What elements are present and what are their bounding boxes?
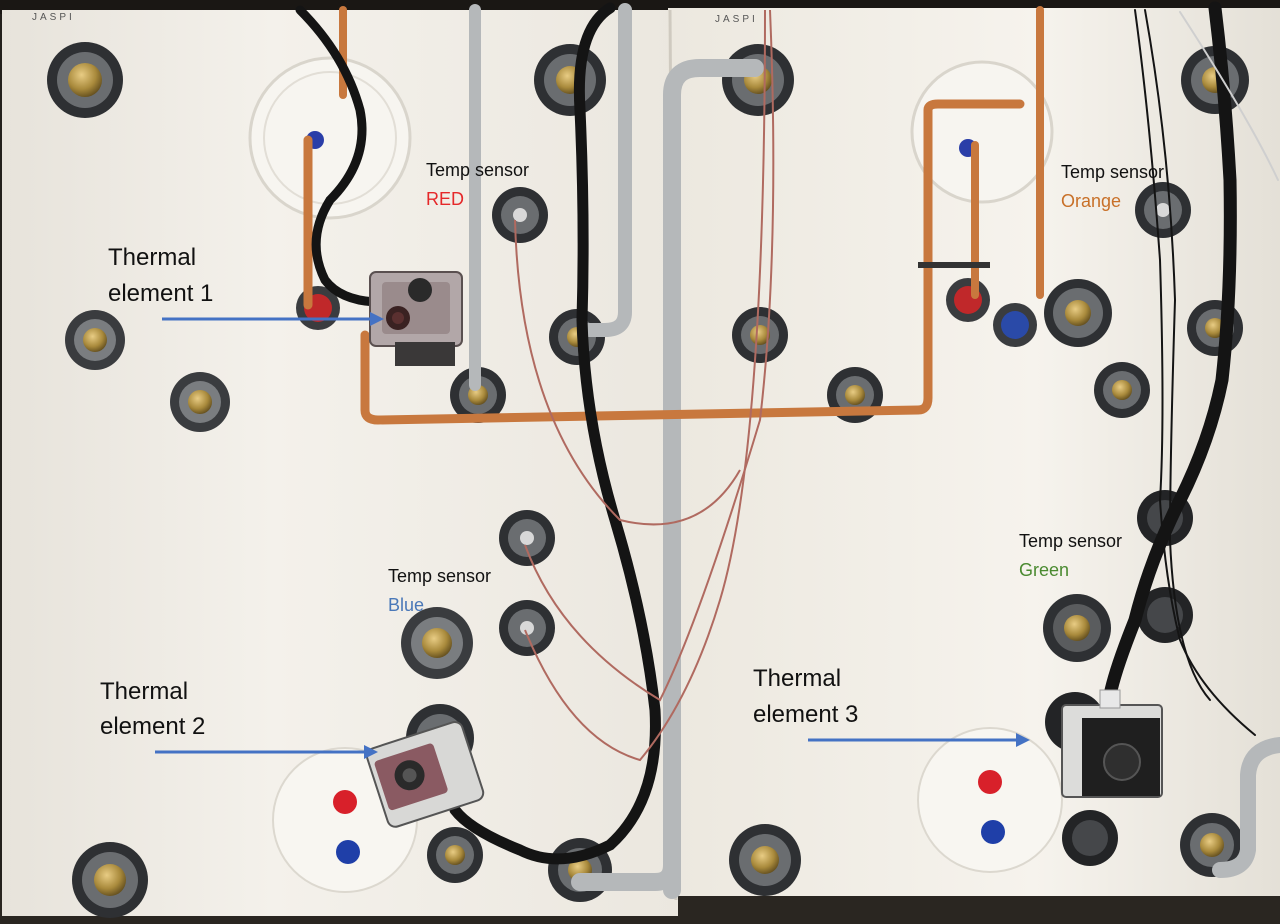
thermal-element-3-line2: element 3 xyxy=(753,701,859,728)
thermal-element-3-line1: Thermal xyxy=(753,665,842,692)
arrow-thermal-element-2 xyxy=(155,745,378,759)
steel-pipes xyxy=(469,3,1280,899)
sensor-green-title: Temp sensor xyxy=(1019,531,1123,551)
sensor-orange-title: Temp sensor xyxy=(1061,162,1165,182)
sensor-blue-title: Temp sensor xyxy=(388,566,492,586)
sensor-red-title: Temp sensor xyxy=(426,160,530,180)
sensor-orange-color: Orange xyxy=(1061,191,1122,211)
thermal-element-2-unit xyxy=(365,721,485,828)
thermal-element-1-line1: Thermal xyxy=(108,244,197,271)
access-cover xyxy=(248,56,412,220)
brand-plate-left: JASPI xyxy=(32,12,75,23)
sensor-red-color: RED xyxy=(426,189,465,209)
arrow-thermal-element-3 xyxy=(808,733,1030,747)
copper-pipes xyxy=(303,6,1044,425)
arrow-thermal-element-1 xyxy=(162,312,384,326)
brand-plate-right: JASPI xyxy=(715,14,758,25)
access-cover xyxy=(910,60,1054,204)
annotation-arrows xyxy=(155,312,1030,759)
thermal-element-1-line2: element 1 xyxy=(108,280,214,307)
sensor-wires xyxy=(514,9,775,762)
sensor-blue-color: Blue xyxy=(388,595,425,615)
black-cables xyxy=(295,1,1279,865)
thermal-element-2-line1: Thermal xyxy=(100,678,189,705)
sensor-green-color: Green xyxy=(1019,560,1070,580)
thermal-element-3-unit xyxy=(1061,689,1163,798)
thermal-element-1-unit xyxy=(369,271,463,366)
access-cover xyxy=(917,727,1063,873)
thermal-element-2-line2: element 2 xyxy=(100,713,206,740)
